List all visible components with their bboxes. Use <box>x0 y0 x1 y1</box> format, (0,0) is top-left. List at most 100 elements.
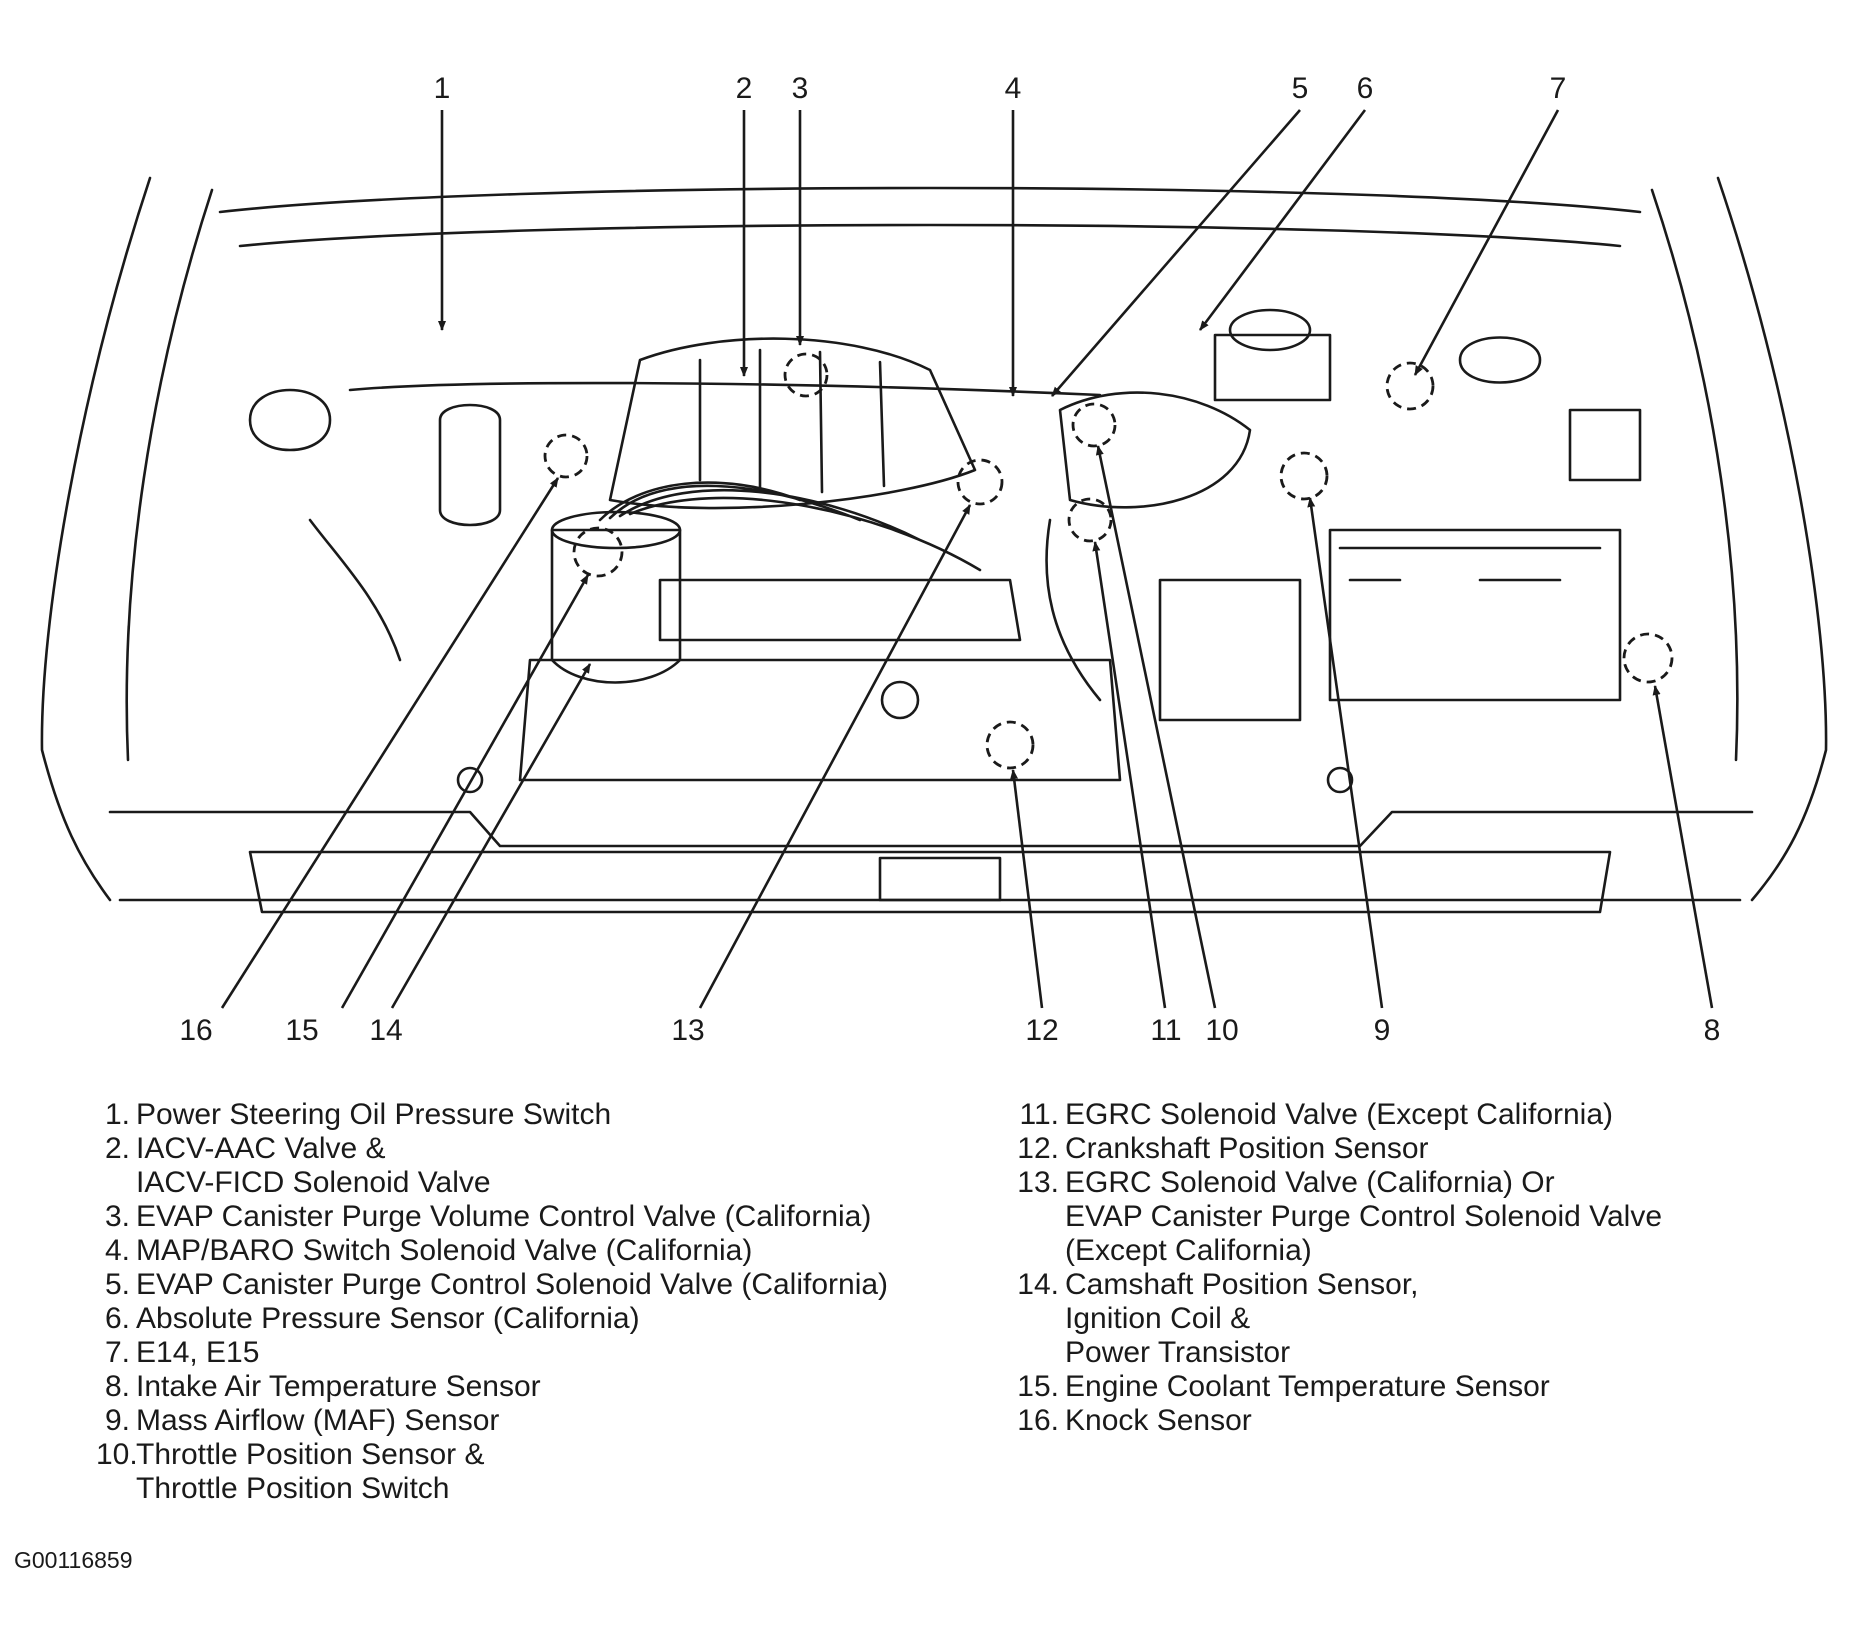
radiator-support <box>108 810 1754 848</box>
legend-text: Intake Air Temperature Sensor <box>136 1370 541 1403</box>
leader-9 <box>1307 497 1384 1009</box>
legend-text: Absolute Pressure Sensor (California) <box>136 1302 640 1335</box>
oil-cap <box>880 680 920 720</box>
engine-block <box>518 658 1122 782</box>
legend-number: 5. <box>104 1268 130 1301</box>
legend-entry-5: 5. EVAP Canister Purge Control Solenoid … <box>96 1268 996 1302</box>
legend-text: EGRC Solenoid Valve (California) Or <box>1065 1166 1555 1199</box>
callout-1: 1 <box>434 72 451 105</box>
strut-tower-left <box>248 388 332 452</box>
leader-14 <box>390 663 592 1009</box>
callout-16: 16 <box>179 1014 212 1047</box>
ps-reservoir <box>438 403 502 527</box>
legend-text: Power Transistor <box>1065 1336 1291 1369</box>
callout-9: 9 <box>1374 1014 1391 1047</box>
strut-tower-right <box>1458 336 1542 384</box>
legend-text: Power Steering Oil Pressure Switch <box>136 1098 612 1131</box>
legend-number: 7. <box>104 1336 130 1369</box>
leader-11 <box>1092 541 1167 1009</box>
legend-entry-13: 13. EGRC Solenoid Valve (California) Or … <box>1005 1166 1845 1268</box>
legend-text: E14, E15 <box>136 1336 260 1369</box>
legend-number: 8. <box>104 1370 130 1403</box>
right-fender-outline <box>1716 176 1828 902</box>
legend-text: Knock Sensor <box>1065 1404 1252 1437</box>
coolant-reservoir <box>1158 578 1302 722</box>
legend-entry-9: 9. Mass Airflow (MAF) Sensor <box>96 1404 996 1438</box>
leader-5 <box>1051 109 1301 397</box>
air-intake-duct <box>1058 391 1252 509</box>
brake-reservoir <box>1228 308 1312 352</box>
leader-10 <box>1095 445 1217 1009</box>
legend-left-column: 1. Power Steering Oil Pressure Switch 2.… <box>96 1098 996 1506</box>
relay-box <box>1568 408 1642 482</box>
legend-text: Crankshaft Position Sensor <box>1065 1132 1429 1165</box>
leader-7 <box>1413 109 1560 376</box>
callout-14: 14 <box>369 1014 402 1047</box>
legend-entry-11: 11. EGRC Solenoid Valve (Except Californ… <box>1005 1098 1845 1132</box>
legend-text: Mass Airflow (MAF) Sensor <box>136 1404 500 1437</box>
legend-number: 4. <box>104 1234 130 1267</box>
left-fender-outline <box>40 176 152 902</box>
legend-entry-12: 12. Crankshaft Position Sensor <box>1005 1132 1845 1166</box>
front-right-bolt <box>1326 766 1354 794</box>
legend-entry-8: 8. Intake Air Temperature Sensor <box>96 1370 996 1404</box>
highlight-15 <box>572 526 624 578</box>
legend-number: 2. <box>104 1132 130 1165</box>
legend-entry-14: 14. Camshaft Position Sensor, Ignition C… <box>1005 1268 1845 1370</box>
heater-hose <box>308 518 402 662</box>
highlight-11 <box>1067 497 1113 543</box>
legend-text: EVAP Canister Purge Control Solenoid Val… <box>136 1268 889 1301</box>
legend-entry-7: 7. E14, E15 <box>96 1336 996 1370</box>
legend-entry-15: 15. Engine Coolant Temperature Sensor <box>1005 1370 1845 1404</box>
highlight-9 <box>1279 451 1329 501</box>
legend-entry-6: 6. Absolute Pressure Sensor (California) <box>96 1302 996 1336</box>
legend-text: IACV-FICD Solenoid Valve <box>136 1166 491 1199</box>
callout-10: 10 <box>1205 1014 1238 1047</box>
highlight-7 <box>1385 361 1435 411</box>
valve-cover <box>658 578 1022 642</box>
legend-text: IACV-AAC Valve & <box>136 1132 386 1165</box>
callout-11: 11 <box>1150 1014 1181 1047</box>
engine-compartment-drawing <box>40 176 1828 914</box>
leader-15 <box>340 574 590 1009</box>
leader-8 <box>1652 685 1714 1009</box>
legend-number: 9. <box>104 1404 130 1437</box>
legend-text: EVAP Canister Purge Volume Control Valve… <box>136 1200 872 1233</box>
left-fender-inner <box>125 188 214 762</box>
legend-entry-1: 1. Power Steering Oil Pressure Switch <box>96 1098 996 1132</box>
latch <box>878 856 1002 902</box>
brake-master <box>1213 333 1332 402</box>
highlight-circles <box>543 352 1674 770</box>
legend-number: 11. <box>1019 1098 1059 1131</box>
legend-text: Camshaft Position Sensor, <box>1065 1268 1419 1301</box>
legend-entry-4: 4. MAP/BARO Switch Solenoid Valve (Calif… <box>96 1234 996 1268</box>
front-crossmember <box>248 850 1612 914</box>
plenum-ribs <box>698 348 886 494</box>
leader-16 <box>220 477 560 1009</box>
legend-text: EGRC Solenoid Valve (Except California) <box>1065 1098 1614 1131</box>
legend-entry-10: 10. Throttle Position Sensor & Throttle … <box>96 1438 996 1506</box>
legend-text: Engine Coolant Temperature Sensor <box>1065 1370 1550 1403</box>
highlight-3 <box>783 352 829 398</box>
callout-3: 3 <box>792 72 809 105</box>
legend-number: 3. <box>104 1200 130 1233</box>
highlight-16 <box>543 433 589 479</box>
legend-number: 1. <box>104 1098 130 1131</box>
callout-12: 12 <box>1025 1014 1058 1047</box>
legend-text: Throttle Position Sensor & <box>136 1438 485 1471</box>
legend-text: EVAP Canister Purge Control Solenoid Val… <box>1065 1200 1662 1233</box>
legend-number: 14. <box>1017 1268 1059 1301</box>
legend-number: 10. <box>96 1438 138 1471</box>
highlight-8 <box>1622 632 1674 684</box>
callout-15: 15 <box>285 1014 318 1047</box>
callout-5: 5 <box>1292 72 1309 105</box>
cowl-line <box>218 186 1642 214</box>
figure-code: G00116859 <box>14 1547 133 1573</box>
battery-top <box>1338 546 1602 582</box>
legend-number: 13. <box>1017 1166 1059 1199</box>
cowl-line-2 <box>238 223 1622 248</box>
legend-right-column: 11. EGRC Solenoid Valve (Except Californ… <box>1005 1098 1845 1438</box>
legend-entry-16: 16. Knock Sensor <box>1005 1404 1845 1438</box>
right-fender-inner <box>1650 188 1739 762</box>
